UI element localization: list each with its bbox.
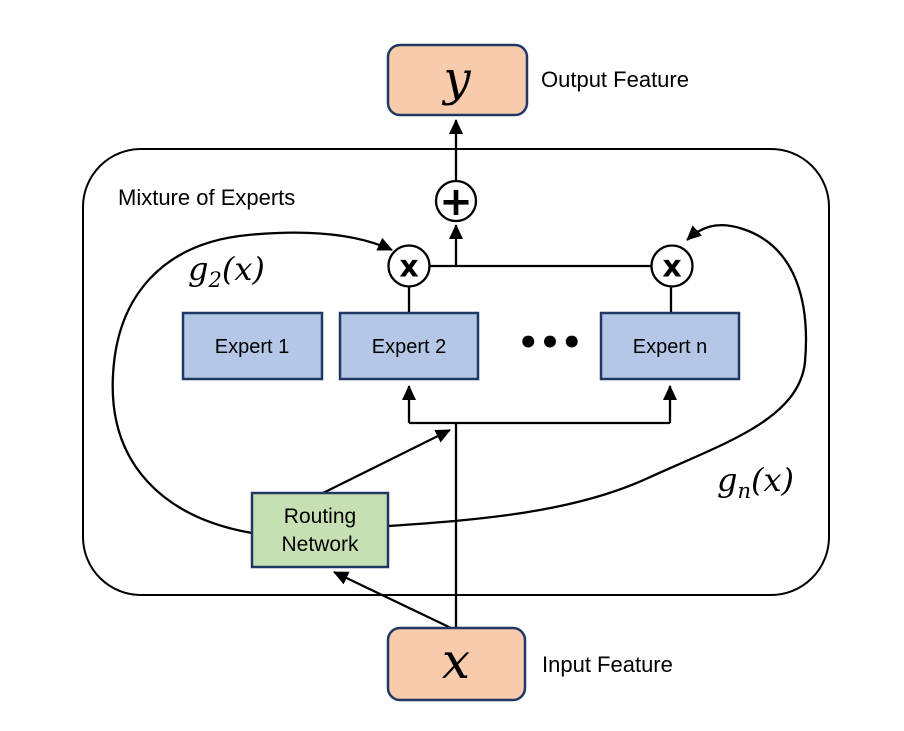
gate-label-g2: g2(x) [188,250,265,292]
input-caption: Input Feature [542,652,673,677]
product-operator-2-icon: x [399,250,418,285]
gate-g2-args: (x) [222,250,265,288]
output-symbol: y [441,51,471,107]
expert-n-box [599,311,741,381]
connectors [111,119,808,630]
product-operator-n-icon: x [662,250,681,285]
expert-1-box [181,311,324,381]
output-caption: Output Feature [541,67,689,92]
input-symbol: x [442,632,470,690]
arrow-routing-to-junction [322,428,451,495]
arrow-input-to-routing [333,570,452,630]
gate-label-gn: gn(x) [717,461,794,503]
input-feature-box [386,626,527,702]
routing-network-label-line1: Routing [284,505,356,528]
expert-2-label: Expert 2 [372,336,446,358]
curve-gate-gn [387,224,808,528]
gate-gn-args: (x) [751,461,794,499]
gate-gn-subscript: n [737,479,751,503]
routing-network-box [250,491,390,569]
experts-ellipsis: ••• [517,323,582,363]
curve-gate-g2 [111,231,393,535]
moe-container-title: Mixture of Experts [118,185,295,210]
operator-nodes [387,179,694,288]
expert-n-label: Expert n [633,336,707,358]
expert-1-label: Expert 1 [215,336,289,358]
sum-node-circle [434,179,478,223]
routing-network-label-line2: Network [281,533,359,556]
product-node-2-circle [387,244,431,288]
expert-2-box [338,311,480,381]
product-node-n-circle [650,244,694,288]
gate-gn-base: g [717,461,737,499]
output-feature-box [386,43,529,117]
gate-g2-subscript: 2 [207,268,221,292]
sum-operator-icon: + [439,179,473,225]
gate-g2-base: g [188,250,208,288]
